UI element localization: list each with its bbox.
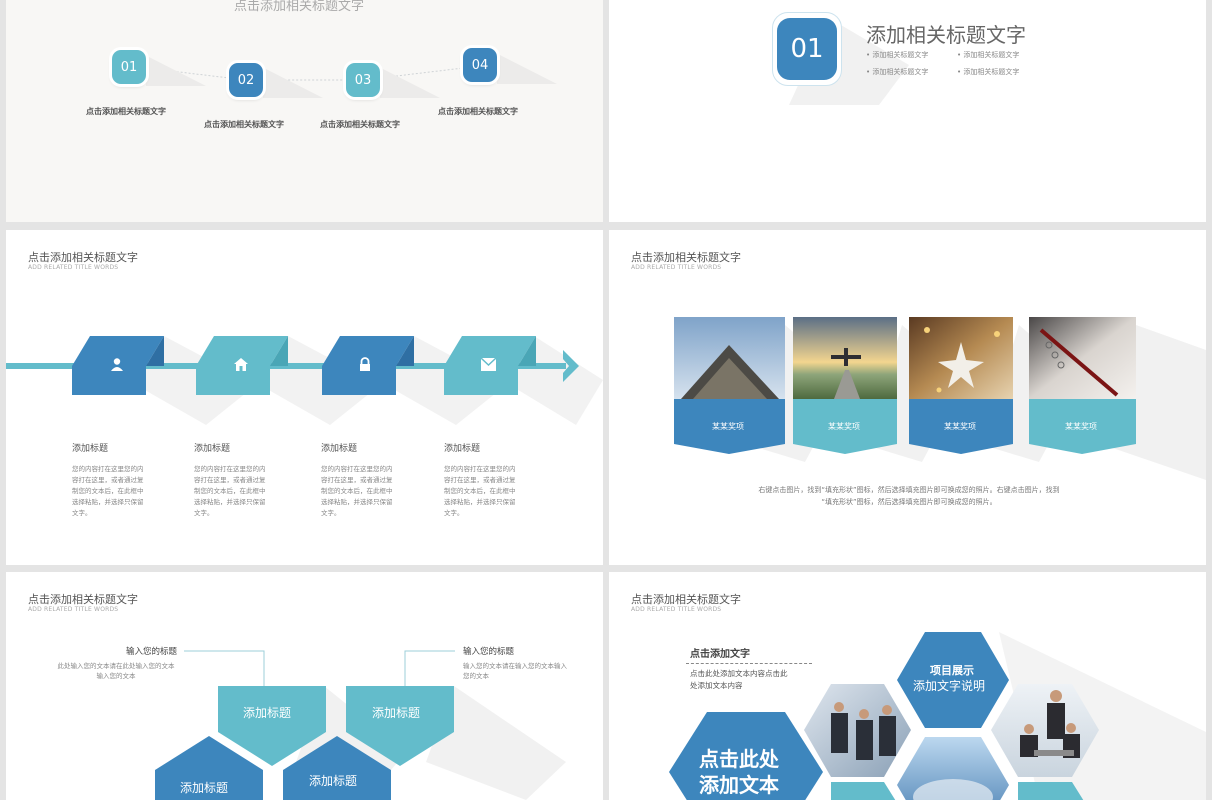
block-label: 添加标题: [180, 781, 229, 795]
timeline-item: 添加标题 您的内容打在这里您的内容打在这里，或者通过复制您的文本后，在此框中选择…: [444, 441, 544, 519]
block-label: 添加标题: [243, 706, 292, 720]
step-label: 点击添加相关标题文字: [320, 120, 400, 129]
item-heading: 添加标题: [194, 444, 231, 454]
slide-arrow-timeline[interactable]: 点击添加相关标题文字 ADD RELATED TITLE WORDS: [6, 230, 603, 565]
caption: 右键点击图片，找到“填充形状”图标，然后选择填充图片即可换成您的照片。右键点击图…: [758, 486, 1060, 506]
arrow-timeline-graphic: [6, 336, 603, 425]
block-label: 添加标题: [309, 774, 358, 788]
text-body: 点击此处添加文本内容点击此处添加文本内容: [690, 669, 788, 690]
card-label: 某某奖项: [712, 422, 744, 431]
bullet-item: • 添加相关标题文字: [866, 68, 929, 76]
bullet-item: • 添加相关标题文字: [957, 68, 1020, 76]
slide-title: 点击添加相关标题文字: [28, 251, 138, 264]
big-hex-text: 点击此处添加文本: [699, 747, 779, 797]
right-heading: 输入您的标题: [463, 647, 515, 657]
section-title: 添加相关标题文字: [866, 23, 1026, 47]
slide-subtitle: ADD RELATED TITLE WORDS: [28, 606, 119, 613]
slide-title: 点击添加相关标题文字: [234, 0, 365, 14]
slide-process-steps[interactable]: 点击添加相关标题文字 01 02 03 04 点击添加相关标题文字 点击添加相关…: [6, 0, 603, 222]
card-label: 某某奖项: [1065, 422, 1097, 431]
slide-hex-blocks[interactable]: 点击添加相关标题文字 ADD RELATED TITLE WORDS 输入您的标…: [6, 572, 603, 800]
step-node-02[interactable]: 02: [229, 63, 263, 97]
item-body: 您的内容打在这里您的内容打在这里，或者通过复制您的文本后，在此框中选择粘贴，并选…: [321, 465, 393, 517]
slide-subtitle: ADD RELATED TITLE WORDS: [28, 264, 119, 271]
slide-section-header[interactable]: 01 添加相关标题文字 • 添加相关标题文字 • 添加相关标题文字 • 添加相关…: [609, 0, 1206, 222]
timeline-item: 添加标题 您的内容打在这里您的内容打在这里，或者通过复制您的文本后，在此框中选择…: [72, 441, 172, 519]
home-icon: [234, 358, 248, 371]
hex-subtitle: 添加文字说明: [913, 679, 986, 693]
item-body: 您的内容打在这里您的内容打在这里，或者通过复制您的文本后，在此框中选择粘贴，并选…: [194, 465, 266, 517]
slide-title: 点击添加相关标题文字: [28, 593, 138, 606]
card-label: 某某奖项: [828, 422, 860, 431]
timeline-item: 添加标题 您的内容打在这里您的内容打在这里，或者通过复制您的文本后，在此框中选择…: [321, 441, 421, 519]
lock-icon: [360, 357, 370, 371]
left-heading: 输入您的标题: [126, 647, 178, 657]
slide-title: 点击添加相关标题文字: [631, 593, 741, 606]
dashed-divider: [686, 663, 812, 664]
number-badge[interactable]: 01: [772, 12, 842, 86]
connector-lines: [128, 52, 557, 98]
left-text: 此处输入您的文本请在此处输入您的文本输入您的文本: [57, 662, 175, 680]
mail-icon: [481, 358, 496, 371]
badge-number: 01: [777, 18, 837, 80]
user-icon: [111, 358, 123, 371]
timeline-item: 添加标题 您的内容打在这里您的内容打在这里，或者通过复制您的文本后，在此框中选择…: [194, 441, 294, 519]
item-body: 您的内容打在这里您的内容打在这里，或者通过复制您的文本后，在此框中选择粘贴，并选…: [72, 465, 144, 517]
card-label: 某某奖项: [944, 422, 976, 431]
item-heading: 添加标题: [444, 444, 481, 454]
cards-graphic: [674, 317, 1206, 480]
slide-hex-collage[interactable]: 点击添加相关标题文字 ADD RELATED TITLE WORDS 点击添加文…: [609, 572, 1206, 800]
step-node-03[interactable]: 03: [346, 63, 380, 97]
slide-subtitle: ADD RELATED TITLE WORDS: [631, 606, 722, 613]
slide-title: 点击添加相关标题文字: [631, 251, 741, 264]
bullet-item: • 添加相关标题文字: [866, 51, 929, 59]
hex-title: 项目展示: [930, 664, 974, 677]
slide-subtitle: ADD RELATED TITLE WORDS: [631, 264, 722, 271]
step-label: 点击添加相关标题文字: [204, 120, 284, 129]
hex-collage-graphic: [669, 632, 1206, 800]
slide-award-cards[interactable]: 点击添加相关标题文字 ADD RELATED TITLE WORDS: [609, 230, 1206, 565]
hex-blocks-graphic: [155, 650, 566, 800]
step-label: 点击添加相关标题文字: [438, 107, 518, 116]
bullet-item: • 添加相关标题文字: [957, 51, 1020, 59]
item-body: 您的内容打在这里您的内容打在这里，或者通过复制您的文本后，在此框中选择粘贴，并选…: [444, 465, 516, 517]
step-node-01[interactable]: 01: [112, 50, 146, 84]
item-heading: 添加标题: [72, 444, 109, 454]
item-heading: 添加标题: [321, 444, 358, 454]
step-node-04[interactable]: 04: [463, 48, 497, 82]
right-text: 输入您的文本请在输入您的文本输入您的文本: [463, 662, 567, 680]
step-label: 点击添加相关标题文字: [86, 107, 166, 116]
text-heading: 点击添加文字: [690, 649, 750, 660]
block-label: 添加标题: [372, 706, 421, 720]
